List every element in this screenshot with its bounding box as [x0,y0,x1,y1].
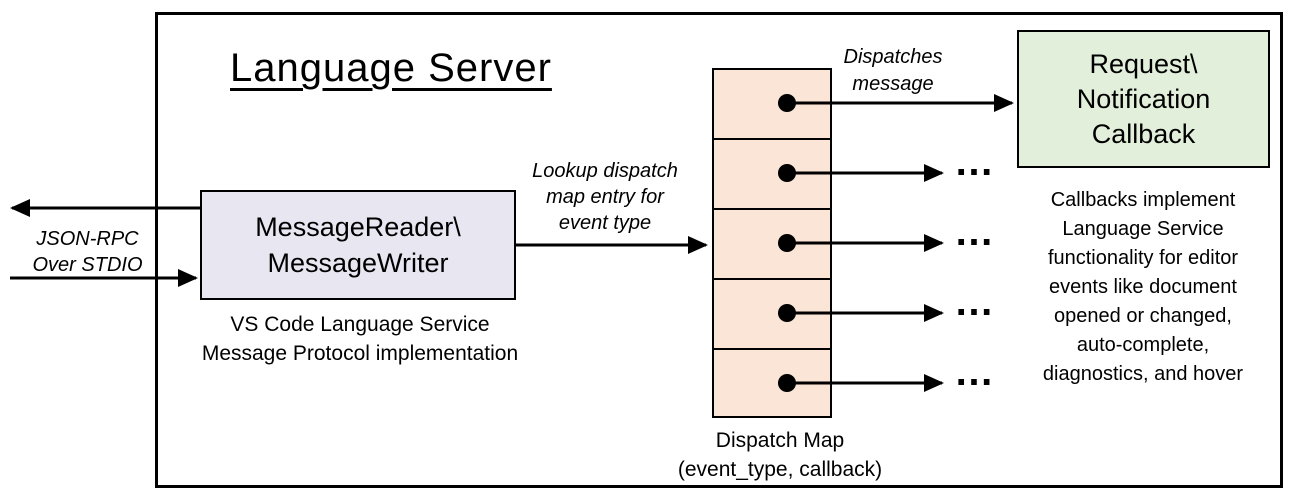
callbacks-note-line: auto-complete, [1076,334,1210,356]
callbacks-note: Callbacks implement Language Service fun… [998,186,1288,389]
dispatches-message-label-line: message [852,73,934,95]
dispatch-map-caption-line: (event_type, callback) [677,458,883,481]
message-box-line: MessageWriter [267,248,449,278]
dispatch-map-cell [712,68,832,140]
ellipsis: … [954,210,994,254]
lookup-dispatch-label-line: Lookup dispatch [532,160,678,182]
dispatch-map-caption-line: Dispatch Map [715,429,845,452]
message-reader-writer-box: MessageReader\ MessageWriter [200,190,516,300]
callbacks-note-line: Callbacks implement [1050,189,1236,211]
dispatches-message-label: Dispatches message [828,44,958,98]
callbacks-note-line: diagnostics, and hover [1042,363,1244,385]
callback-box-line: Request\ [1089,48,1198,79]
json-rpc-label-line: Over STDIO [32,254,143,276]
dispatch-map-cell [712,278,832,350]
ellipsis: … [954,280,994,324]
callback-box-line: Notification [1076,83,1211,114]
message-box-line: MessageReader\ [255,212,461,242]
dispatch-map-cell [712,348,832,418]
message-box-caption-line: Message Protocol implementation [201,342,519,365]
diagram-title: Language Server [230,46,552,90]
ellipsis: … [954,350,994,394]
callbacks-note-line: events like document [1049,276,1237,298]
lookup-dispatch-label-line: event type [558,212,652,234]
callbacks-note-line: opened or changed, [1054,305,1232,327]
dispatch-map-cell [712,138,832,210]
json-rpc-label: JSON-RPC Over STDIO [25,226,150,278]
callback-box-line: Callback [1091,118,1196,149]
ellipsis: … [954,140,994,184]
message-box-caption-line: VS Code Language Service [230,313,490,336]
lookup-dispatch-label-line: map entry for [546,186,664,208]
json-rpc-label-line: JSON-RPC [36,228,139,250]
callbacks-note-line: functionality for editor [1047,247,1239,269]
callbacks-note-line: Language Service [1062,218,1224,240]
message-box-caption: VS Code Language Service Message Protoco… [185,310,535,368]
dispatches-message-label-line: Dispatches [843,46,943,68]
request-notification-callback-box: Request\ Notification Callback [1017,30,1270,168]
dispatch-map-caption: Dispatch Map (event_type, callback) [660,426,900,484]
lookup-dispatch-label: Lookup dispatch map entry for event type [505,158,705,236]
dispatch-map-cell [712,208,832,280]
